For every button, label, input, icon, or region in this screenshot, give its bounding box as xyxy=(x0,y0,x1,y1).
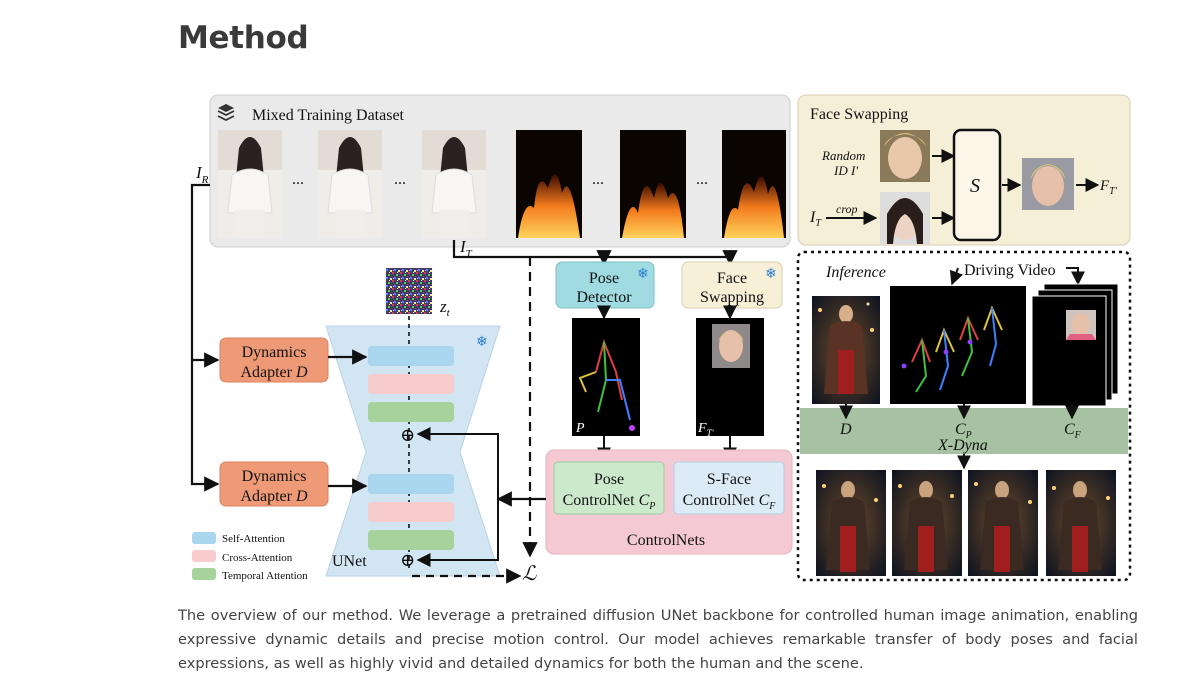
output-ft-label: FT' xyxy=(1099,178,1118,197)
driving-face-frames xyxy=(1031,283,1119,407)
dataset-ellipsis-4: ... xyxy=(696,171,708,188)
it-line xyxy=(452,240,738,266)
pose-controlnet xyxy=(553,461,665,515)
dynamics-adapter-label-1: Dynamics xyxy=(242,344,307,361)
face-map: FT' xyxy=(696,318,764,438)
dataset-human-frame xyxy=(422,130,486,238)
sface-controlnet-label-1: S-Face xyxy=(707,471,751,488)
driving-pose-frame xyxy=(890,286,1026,404)
legend-label: Self-Attention xyxy=(222,533,285,545)
controlnet-feedback-bottom xyxy=(416,499,499,567)
xdyna-label: X-Dyna xyxy=(937,437,988,454)
dataset-ellipsis-3: ... xyxy=(592,171,604,188)
plus-node: ⊕ xyxy=(400,550,415,570)
face-map-label: FT' xyxy=(697,421,715,438)
random-id-label-2: ID I' xyxy=(833,163,858,178)
sface-controlnet xyxy=(673,461,785,515)
snowflake-icon: ❄ xyxy=(476,335,488,350)
legend-swatch-cross-attention xyxy=(192,550,216,562)
pose-detector-label-1: Pose xyxy=(589,270,619,287)
dataset-human-frame xyxy=(318,130,382,238)
inference-label: Inference xyxy=(825,264,886,281)
dataset-human-frame xyxy=(218,130,282,238)
snowflake-icon: ❄ xyxy=(765,267,777,282)
snowflake-icon: ❄ xyxy=(637,267,649,282)
self-attention-block xyxy=(368,474,454,494)
controlnet-feedback-top xyxy=(416,427,499,499)
output-frame xyxy=(816,470,886,576)
face-swapping-label-2: Swapping xyxy=(700,289,764,306)
dataset-ellipsis-1: ... xyxy=(292,171,304,188)
cross-attention-block xyxy=(368,502,454,522)
method-diagram: Mixed Training Dataset ... ... ... ... xyxy=(190,94,1132,585)
random-id-label-1: Random xyxy=(821,148,865,163)
output-frame xyxy=(892,470,962,576)
dynamics-adapter-1 xyxy=(219,337,329,383)
figure-caption: The overview of our method. We leverage … xyxy=(178,607,1138,672)
pose-map: P xyxy=(572,318,640,436)
driving-video-label: Driving Video xyxy=(964,262,1056,279)
pose-controlnet-label-1: Pose xyxy=(594,471,624,488)
dynamics-adapter-2 xyxy=(219,461,329,507)
target-face xyxy=(880,192,930,244)
loss-label: ℒ xyxy=(522,563,537,585)
cross-attention-block xyxy=(368,374,454,394)
pose-detector-label-2: Detector xyxy=(576,289,632,306)
output-frame xyxy=(1046,470,1116,576)
inference-d-label: D xyxy=(839,421,852,438)
face-swapping-label-1: Face xyxy=(717,270,747,287)
noise-latent xyxy=(386,268,432,314)
swap-module xyxy=(952,128,1002,242)
driving-video-right-arrow xyxy=(1066,267,1085,286)
output-frame xyxy=(968,470,1038,576)
legend-label: Temporal Attention xyxy=(222,570,308,582)
inference-cp-label: CP xyxy=(955,421,972,441)
label-ir: IR xyxy=(195,163,209,186)
page-heading: Method xyxy=(178,20,309,56)
inference-cf-label: CF xyxy=(1064,421,1082,441)
temporal-attention-block xyxy=(368,402,454,422)
face-swap-panel-title: Face Swapping xyxy=(810,106,908,123)
zt-label: zt xyxy=(439,297,451,319)
dataset-ellipsis-2: ... xyxy=(394,171,406,188)
dataset-title: Mixed Training Dataset xyxy=(252,107,405,124)
pose-map-label: P xyxy=(575,421,585,436)
legend-swatch-self-attention xyxy=(192,532,216,544)
self-attention-block xyxy=(368,346,454,366)
input-it-label: IT xyxy=(809,209,822,229)
legend-label: Cross-Attention xyxy=(222,552,293,564)
swapped-face xyxy=(1022,158,1074,210)
dynamics-adapter-label-1: Dynamics xyxy=(242,468,307,485)
plus-node: ⊕ xyxy=(400,425,415,445)
controlnets-label: ControlNets xyxy=(627,532,705,549)
temporal-attention-block xyxy=(368,530,454,550)
dataset-fire-frame xyxy=(516,130,582,238)
random-id-face xyxy=(880,130,930,182)
dataset-fire-frame xyxy=(620,130,686,238)
unet-label: UNet xyxy=(332,553,367,570)
legend-swatch-temporal-attention xyxy=(192,568,216,580)
crop-label: crop xyxy=(836,202,858,216)
label-it: IT xyxy=(459,237,473,260)
dataset-fire-frame xyxy=(722,130,786,238)
legend: Self-Attention Cross-Attention Temporal … xyxy=(192,532,308,582)
swap-module-label: S xyxy=(970,175,980,197)
reference-image xyxy=(812,296,880,404)
stack-icon xyxy=(217,104,235,122)
ir-line xyxy=(190,183,220,492)
driving-video-left-arrow xyxy=(949,267,963,286)
